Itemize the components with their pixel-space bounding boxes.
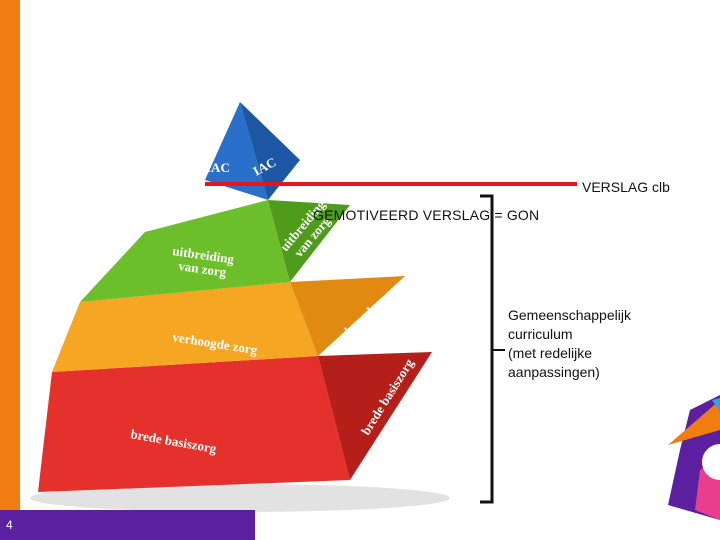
level4-side-face	[318, 352, 432, 480]
level3-side-face	[290, 276, 405, 356]
curriculum-text: Gemeenschappelijk curriculum (met redeli…	[508, 306, 631, 382]
footer-bar: 4	[0, 510, 255, 540]
level4-front-face	[38, 356, 350, 492]
decorative-logo	[668, 395, 720, 520]
level2-side-face	[268, 200, 350, 282]
level2-front-label-b: van zorg	[178, 258, 228, 280]
curriculum-line: curriculum	[508, 326, 573, 342]
verslag-line	[205, 182, 577, 186]
curriculum-line: aanpassingen)	[508, 364, 600, 380]
gon-label: GEMOTIVEERD VERSLAG = GON	[313, 207, 540, 223]
left-orange-bar	[0, 0, 20, 540]
level1-front-face	[205, 102, 268, 200]
iac-left-label: IAC	[206, 160, 230, 175]
level1-side-face	[240, 102, 300, 200]
verslag-label: VERSLAG clb	[582, 179, 670, 195]
curriculum-line: Gemeenschappelijk	[508, 307, 631, 323]
level2-front-face	[80, 200, 290, 302]
curriculum-line: (met redelijke	[508, 345, 593, 361]
page-number: 4	[6, 518, 13, 532]
curriculum-bracket	[480, 194, 494, 504]
level3-front-face	[52, 282, 318, 372]
pyramid-shadow	[30, 484, 450, 512]
